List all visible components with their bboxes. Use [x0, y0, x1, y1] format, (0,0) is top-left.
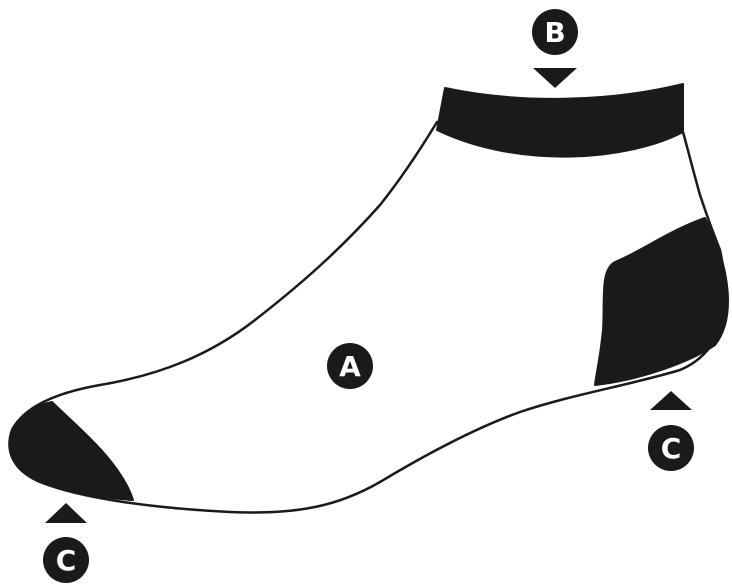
label-heel-text: C [661, 432, 682, 465]
label-toe-badge: C [43, 537, 89, 583]
pointer-heel-arrow [650, 391, 692, 410]
label-a-text: A [339, 350, 361, 383]
label-heel-badge: C [648, 425, 694, 471]
label-b-text: B [544, 16, 565, 49]
pointer-toe-arrow [45, 503, 87, 523]
label-a-badge: A [327, 343, 373, 389]
label-b-badge: B [532, 9, 578, 55]
pointer-b-arrow [533, 68, 577, 88]
label-toe-text: C [56, 544, 77, 577]
